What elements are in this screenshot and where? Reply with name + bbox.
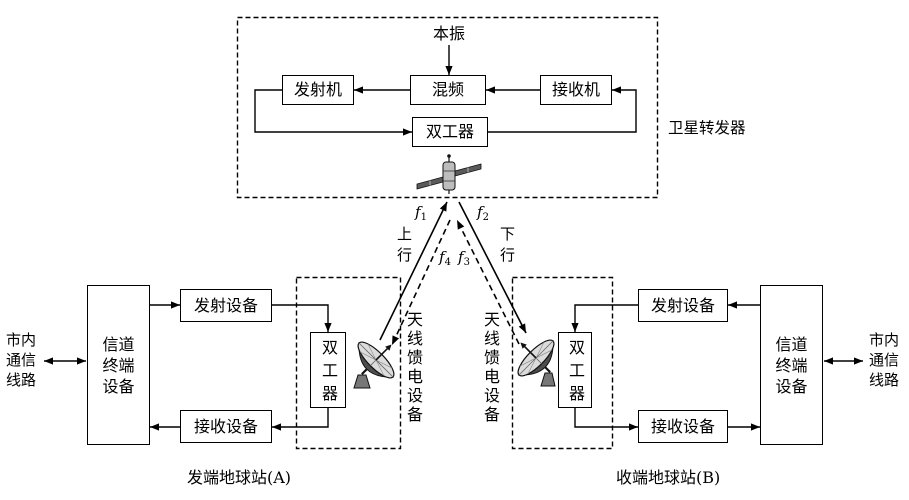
dish-antenna-icon [517, 339, 555, 377]
satellite-receiver-box: 接收机 [540, 75, 612, 105]
station-b-antenna-feed-boundary [511, 276, 614, 450]
station-a-dish-pedestal [353, 374, 371, 389]
station-b-duplexer-box: 双工器 [558, 332, 592, 408]
station-b-duplexer-label: 双工器 [566, 339, 585, 408]
station-a-antenna-feed-boundary [295, 276, 402, 450]
link-f4-label: f4 [439, 250, 451, 268]
link-f1-label: f1 [415, 205, 427, 223]
station-b-city-line-line: 市内 [868, 331, 899, 349]
station-a-transmit-equipment-box: 发射设备 [180, 289, 272, 322]
station-b-duplexer-to-receive-arrow [574, 408, 638, 431]
link-f2-index: 2 [482, 212, 489, 223]
link-f4-symbol: f [439, 248, 445, 266]
station-b-antenna-feed-label: 天线馈电设备 [481, 311, 500, 425]
link-f1-symbol: f [415, 203, 421, 221]
satellite-receiver-label: 接收机 [551, 80, 600, 99]
station-b-channel-terminal-line: 设备 [775, 376, 808, 396]
uplink-label: 上行 [395, 226, 413, 268]
station-a-transmit-to-duplexer-arrow [272, 304, 332, 332]
station-a-duplexer-to-receive-arrow [272, 408, 329, 431]
satellite-transmitter-label: 发射机 [293, 80, 342, 99]
station-b-channel-terminal-line: 终端 [775, 355, 808, 375]
link-f3-label: f3 [458, 250, 470, 268]
station-b-transmit-equipment-box: 发射设备 [638, 289, 728, 322]
station-b-channel-terminal-line: 信道 [775, 334, 808, 354]
link-f4-index: 4 [444, 257, 451, 268]
satellite-duplexer-label: 双工器 [425, 122, 474, 141]
station-a-duplexer-label: 双工器 [319, 339, 338, 408]
dish-antenna-icon [357, 341, 395, 379]
local-oscillator-label: 本振 [432, 24, 465, 43]
station-a-transmit-equipment-label: 发射设备 [193, 295, 258, 315]
link-f3-symbol: f [458, 248, 464, 266]
station-a-duplexer-box: 双工器 [310, 332, 346, 408]
satellite-icon [416, 154, 482, 194]
station-a-city-line-line: 线路 [5, 371, 36, 389]
satellite-transponder-title: 卫星转发器 [668, 119, 746, 137]
dish-feed-arm [523, 345, 537, 359]
station-a-city-line-label: 市内 通信 线路 [3, 330, 39, 390]
station-b-transmit-to-duplexer-arrow [571, 304, 638, 332]
station-a-antenna-feed-label: 天线馈电设备 [404, 311, 423, 425]
station-b-transmit-equipment-label: 发射设备 [650, 295, 715, 315]
satellite-antenna-tip [447, 154, 451, 158]
station-b-receive-equipment-box: 接收设备 [638, 410, 728, 443]
satellite-mixer-label: 混频 [431, 80, 464, 99]
link-f2-label: f2 [477, 205, 489, 223]
dish-feed-arm [375, 347, 389, 361]
dish-rib [367, 343, 385, 377]
link-f3-uplink-line [456, 219, 520, 345]
station-b-title: 收端地球站(B) [616, 468, 721, 487]
link-f1-index: 1 [420, 212, 427, 223]
transmitter-to-duplexer-arrow [254, 89, 412, 136]
station-a-channel-terminal-line: 设备 [102, 376, 135, 396]
link-f4-downlink-line [391, 219, 451, 346]
station-a-channel-terminal-line: 终端 [102, 355, 135, 375]
station-a-city-line-line: 市内 [5, 331, 36, 349]
satellite-duplexer-box: 双工器 [412, 117, 488, 147]
satellite-transmitter-box: 发射机 [282, 75, 354, 105]
station-a-city-line-line: 通信 [5, 351, 36, 369]
station-a-channel-terminal-line: 信道 [102, 334, 135, 354]
station-a-receive-equipment-box: 接收设备 [180, 410, 272, 443]
link-f3-index: 3 [463, 257, 470, 268]
station-a-title: 发端地球站(A) [187, 468, 292, 487]
station-a-channel-terminal-box: 信道 终端 设备 [87, 285, 150, 445]
link-f2-symbol: f [477, 203, 483, 221]
satellite-transponder-boundary [236, 16, 659, 199]
link-f1-uplink-line [379, 201, 448, 341]
station-b-city-line-label: 市内 通信 线路 [866, 330, 902, 390]
station-a-receive-equipment-label: 接收设备 [193, 416, 258, 436]
station-b-city-line-line: 通信 [868, 351, 899, 369]
duplexer-to-receiver-arrow [488, 86, 637, 133]
station-b-city-line-line: 线路 [868, 371, 899, 389]
satellite-body [442, 161, 456, 191]
station-b-dish-pedestal [540, 372, 556, 387]
link-f2-downlink-line [458, 201, 527, 334]
station-b-receive-equipment-label: 接收设备 [650, 416, 715, 436]
station-b-channel-terminal-box: 信道 终端 设备 [760, 285, 823, 445]
satellite-mixer-box: 混频 [410, 75, 486, 105]
downlink-label: 下行 [498, 226, 516, 268]
